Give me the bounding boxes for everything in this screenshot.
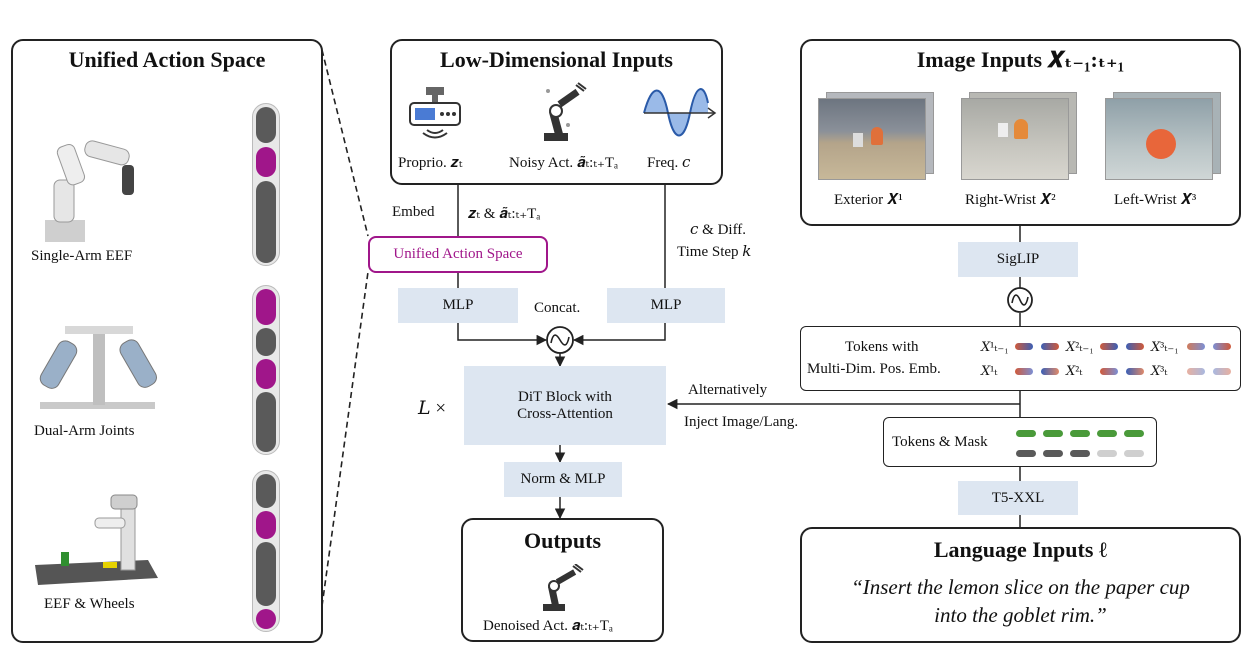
t5-box: T5-XXL — [958, 481, 1078, 515]
token-x1-t: 𝑋¹ₜ — [981, 363, 998, 378]
language-instruction-line-1: “Insert the lemon slice on the paper cup — [851, 575, 1190, 599]
eef-wheels-robot-image — [33, 490, 163, 590]
left-panel-title: Unified Action Space — [68, 47, 266, 72]
token-x2-prev: 𝑋²ₜ₋₁ — [1066, 339, 1094, 354]
norm-mlp-box: Norm & MLP — [504, 462, 622, 497]
mask-pill — [1070, 450, 1090, 457]
outputs-label: Denoised Act. 𝒂ₜ:ₜ₊Tₐ — [483, 618, 613, 634]
l-times-label: 𝐿 × — [418, 398, 447, 419]
exterior-camera-image — [818, 98, 926, 180]
token-pill — [1126, 343, 1144, 350]
eef-wheels-label: EEF & Wheels — [44, 596, 135, 612]
embed-label: Embed — [392, 204, 435, 220]
token-pill — [1041, 368, 1059, 375]
left-wrist-label: Left-Wrist 𝑿³ — [1114, 192, 1197, 208]
token-pill — [1213, 343, 1231, 350]
lang-token-pill — [1070, 430, 1090, 437]
frequency-wave-icon — [642, 83, 718, 143]
c-diff-label-1: 𝑐 & Diff. — [690, 222, 747, 238]
token-x3-prev: 𝑋³ₜ₋₁ — [1151, 339, 1179, 354]
outputs-panel: Outputs Denoised Act. 𝒂ₜ:ₜ₊Tₐ — [461, 518, 664, 642]
lang-token-pill — [1016, 430, 1036, 437]
language-instruction-line-2: into the goblet rim.” — [934, 603, 1107, 627]
tokens-line-2: Multi-Dim. Pos. Emb. — [807, 361, 941, 377]
lang-token-pill — [1043, 430, 1063, 437]
right-wrist-camera-image — [961, 98, 1069, 180]
tokens-mask-label: Tokens & Mask — [892, 434, 988, 450]
token-pill — [1041, 343, 1059, 350]
noisy-action-robot-arm-icon — [538, 81, 588, 143]
token-pill — [1213, 368, 1231, 375]
tokens-panel: Tokens with Multi-Dim. Pos. Emb. — [800, 326, 1241, 391]
dual-arm-robot-image — [35, 322, 165, 417]
exterior-label: Exterior 𝑿¹ — [834, 192, 903, 208]
dit-block-box: DiT Block with Cross-Attention — [464, 366, 666, 445]
proprio-label: Proprio. 𝒛ₜ — [398, 155, 463, 171]
mask-pill — [1043, 450, 1063, 457]
lang-token-pill — [1124, 430, 1144, 437]
mask-pill — [1016, 450, 1036, 457]
noisy-action-label: Noisy Act. 𝒂̃ₜ:ₜ₊Tₐ — [509, 155, 619, 171]
proprioception-sensor-icon — [406, 85, 464, 143]
right-wrist-label: Right-Wrist 𝑿² — [965, 192, 1056, 208]
token-x1-prev: 𝑋¹ₜ₋₁ — [981, 339, 1009, 354]
freq-label: Freq. 𝑐 — [647, 155, 691, 171]
single-arm-robot-image — [40, 135, 150, 245]
token-pill — [1187, 343, 1205, 350]
mlp-left-box: MLP — [398, 288, 518, 323]
inject-label: Inject Image/Lang. — [684, 414, 799, 430]
language-title: Language Inputs ℓ — [933, 537, 1108, 562]
low-dim-inputs-panel: Low-Dimensional Inputs Proprio. — [390, 39, 723, 185]
dit-line-1: DiT Block with — [518, 388, 612, 405]
c-diff-label-2: Time Step 𝑘 — [677, 244, 752, 260]
action-vector-bar-3 — [252, 470, 280, 632]
token-pill — [1187, 368, 1205, 375]
tokens-mask-panel: Tokens & Mask — [883, 417, 1157, 467]
unified-action-space-box: Unified Action Space — [368, 236, 548, 273]
outputs-title: Outputs — [523, 528, 602, 553]
low-dim-title: Low-Dimensional Inputs — [440, 47, 673, 72]
image-inputs-title: Image Inputs 𝑿ₜ₋₁:ₜ₊₁ — [916, 47, 1125, 72]
siglip-box: SigLIP — [958, 242, 1078, 277]
token-x2-t: 𝑋²ₜ — [1066, 363, 1083, 378]
z-a-label: 𝒛ₜ & 𝒂̃ₜ:ₜ₊Tₐ — [468, 206, 541, 222]
mask-pill — [1124, 450, 1144, 457]
left-wrist-camera-image — [1105, 98, 1213, 180]
token-x3-t: 𝑋³ₜ — [1151, 363, 1168, 378]
token-pill — [1126, 368, 1144, 375]
concat-label: Concat. — [534, 300, 581, 316]
action-vector-bar-1 — [252, 103, 280, 266]
token-pill — [1015, 343, 1033, 350]
token-pill — [1015, 368, 1033, 375]
denoised-action-robot-arm-icon — [539, 563, 585, 612]
language-inputs-panel: Language Inputs ℓ “Insert the lemon slic… — [800, 527, 1241, 643]
dual-arm-label: Dual-Arm Joints — [34, 423, 135, 439]
action-vector-bar-2 — [252, 285, 280, 455]
tokens-line-1: Tokens with — [845, 339, 919, 355]
token-pill — [1100, 368, 1118, 375]
token-pill — [1100, 343, 1118, 350]
mask-pill — [1097, 450, 1117, 457]
alternatively-label: Alternatively — [688, 382, 768, 398]
dit-line-2: Cross-Attention — [517, 405, 613, 422]
single-arm-label: Single-Arm EEF — [31, 248, 133, 264]
lang-token-pill — [1097, 430, 1117, 437]
mlp-right-box: MLP — [607, 288, 725, 323]
